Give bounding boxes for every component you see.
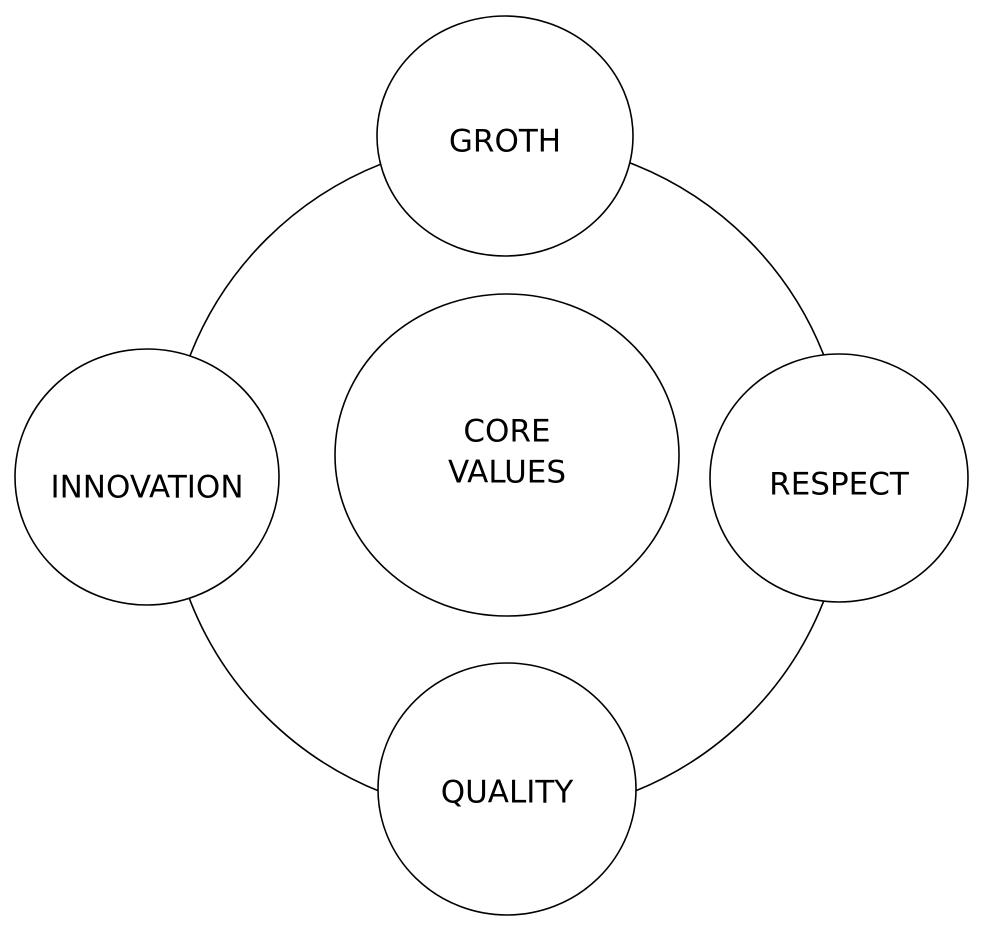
node-bottom: QUALITY xyxy=(377,662,637,916)
node-left-circle xyxy=(14,348,280,606)
node-left: INNOVATION xyxy=(14,348,280,606)
node-center: CORE VALUES xyxy=(334,293,680,617)
node-center-circle xyxy=(334,293,680,617)
node-left-label: INNOVATION xyxy=(50,470,243,506)
node-center-label-line1: CORE xyxy=(463,414,550,450)
node-center-label-line2: VALUES xyxy=(448,455,566,491)
node-right-label: RESPECT xyxy=(769,467,910,503)
node-bottom-circle xyxy=(377,662,637,916)
node-right: RESPECT xyxy=(709,353,969,603)
node-right-circle xyxy=(709,353,969,603)
node-bottom-label: QUALITY xyxy=(441,775,574,811)
node-top-label: GROTH xyxy=(449,124,561,160)
node-top-circle xyxy=(376,15,634,257)
node-top: GROTH xyxy=(376,15,634,257)
